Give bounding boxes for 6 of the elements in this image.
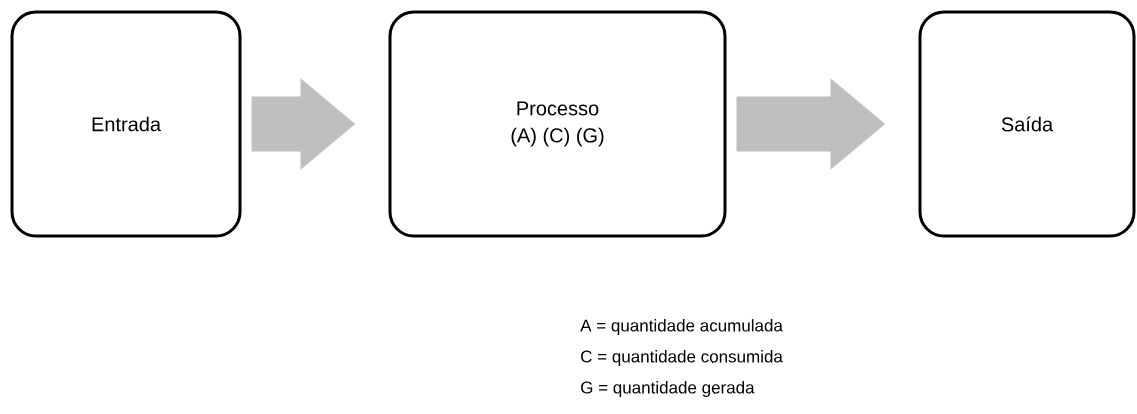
legend-note: C = quantidade consumida [581, 350, 783, 366]
process-box: Entrada [10, 10, 242, 238]
legend-note: G = quantidade gerada [581, 381, 755, 397]
process-box: Saída [918, 10, 1136, 238]
legend-note: A = quantidade acumulada [580, 319, 783, 335]
process-box: Processo (A) (C) (G) [388, 10, 727, 238]
